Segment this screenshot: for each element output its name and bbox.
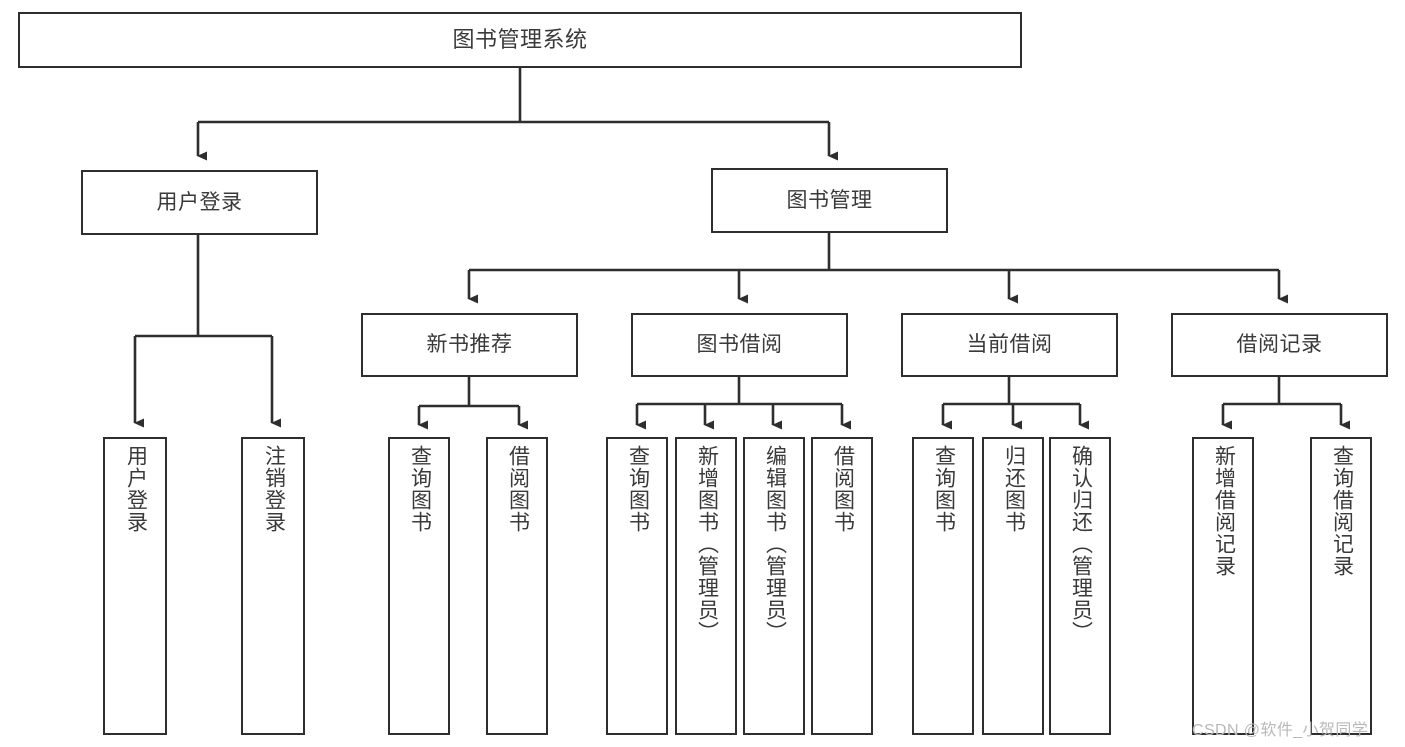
node-leaf-query-book-2-label: 查询图书 xyxy=(626,445,650,533)
csdn-watermark: CSDN @软件_小贺同学 xyxy=(1192,722,1369,739)
node-leaf-return-book[interactable]: 归还图书 xyxy=(982,437,1044,735)
node-book-borrow-label: 图书借阅 xyxy=(696,333,783,357)
node-leaf-add-book[interactable]: 新增图书（管理员） xyxy=(675,437,737,735)
node-leaf-query-book-2[interactable]: 查询图书 xyxy=(606,437,668,735)
node-leaf-confirm-return[interactable]: 确认归还（管理员） xyxy=(1049,437,1111,735)
node-leaf-user-login-label: 用户登录 xyxy=(124,445,148,533)
node-user-login[interactable]: 用户登录 xyxy=(81,170,318,235)
node-book-borrow[interactable]: 图书借阅 xyxy=(631,313,848,377)
node-leaf-edit-book-label: 编辑图书（管理员） xyxy=(763,445,787,643)
node-borrow-record-label: 借阅记录 xyxy=(1236,333,1323,357)
node-leaf-query-book-3-label: 查询图书 xyxy=(932,445,956,533)
node-book-manage[interactable]: 图书管理 xyxy=(711,168,948,233)
node-borrow-record[interactable]: 借阅记录 xyxy=(1171,313,1388,377)
node-leaf-borrow-book-1-label: 借阅图书 xyxy=(506,445,530,533)
node-leaf-logout-login[interactable]: 注销登录 xyxy=(241,437,305,735)
node-user-login-label: 用户登录 xyxy=(156,190,243,214)
node-leaf-query-borrow-record[interactable]: 查询借阅记录 xyxy=(1310,437,1372,735)
node-new-book-recommend[interactable]: 新书推荐 xyxy=(361,313,578,377)
node-leaf-borrow-book-2-label: 借阅图书 xyxy=(831,445,855,533)
node-current-borrow-label: 当前借阅 xyxy=(966,333,1053,357)
node-leaf-query-book-1[interactable]: 查询图书 xyxy=(388,437,450,735)
node-leaf-query-book-1-label: 查询图书 xyxy=(408,445,432,533)
node-leaf-logout-login-label: 注销登录 xyxy=(262,445,286,533)
node-leaf-query-borrow-record-label: 查询借阅记录 xyxy=(1330,445,1354,577)
node-leaf-add-book-label: 新增图书（管理员） xyxy=(695,445,719,643)
node-leaf-add-borrow-record-label: 新增借阅记录 xyxy=(1212,445,1236,577)
node-new-book-recommend-label: 新书推荐 xyxy=(426,333,513,357)
node-leaf-edit-book[interactable]: 编辑图书（管理员） xyxy=(743,437,805,735)
node-leaf-add-borrow-record[interactable]: 新增借阅记录 xyxy=(1192,437,1254,735)
node-leaf-borrow-book-2[interactable]: 借阅图书 xyxy=(811,437,873,735)
node-leaf-user-login[interactable]: 用户登录 xyxy=(103,437,167,735)
node-leaf-query-book-3[interactable]: 查询图书 xyxy=(912,437,974,735)
node-book-manage-label: 图书管理 xyxy=(786,188,873,212)
node-leaf-return-book-label: 归还图书 xyxy=(1002,445,1026,533)
node-root-system[interactable]: 图书管理系统 xyxy=(18,12,1022,68)
node-current-borrow[interactable]: 当前借阅 xyxy=(901,313,1118,377)
node-leaf-confirm-return-label: 确认归还（管理员） xyxy=(1069,445,1093,643)
node-leaf-borrow-book-1[interactable]: 借阅图书 xyxy=(486,437,548,735)
node-root-system-label: 图书管理系统 xyxy=(452,26,588,52)
